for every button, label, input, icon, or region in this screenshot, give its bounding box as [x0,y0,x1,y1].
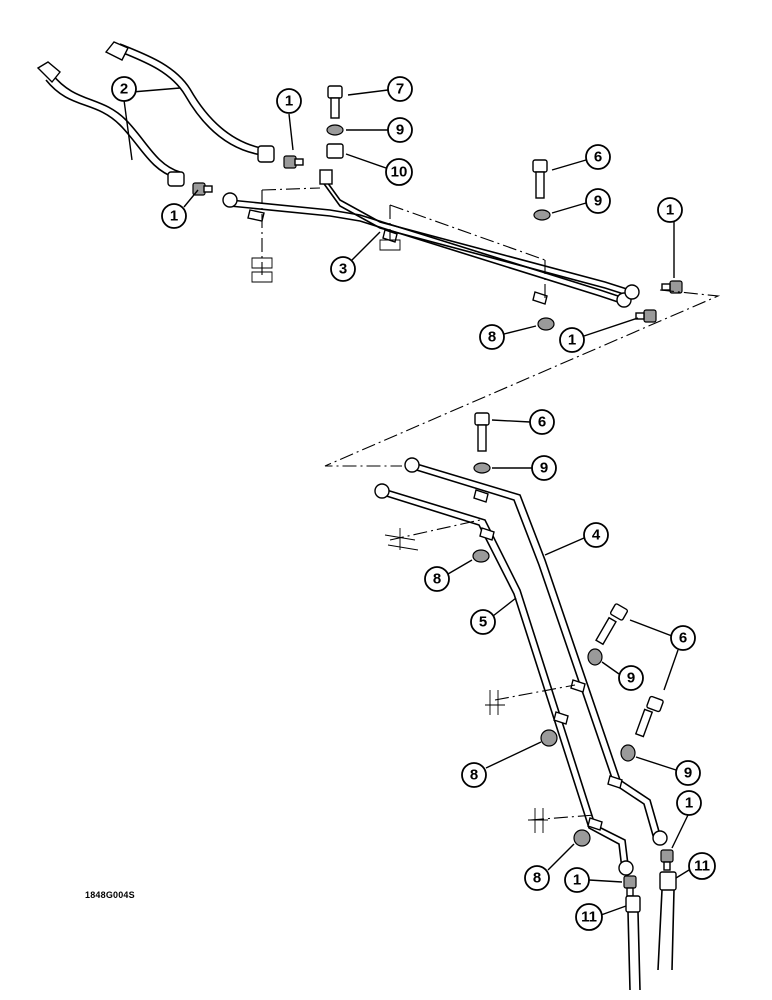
svg-text:6: 6 [538,414,546,431]
callout-4: 4 [544,522,609,556]
callout-11a: 11 [575,903,627,931]
callout-9c: 9 [492,455,557,481]
callout-2: 2 [111,76,181,161]
hose-11-right [657,871,677,971]
hose-right [104,41,275,163]
lower-tube-4 [404,457,668,846]
svg-text:8: 8 [533,870,541,887]
callout-5: 5 [470,597,517,635]
fitting-upper-c [661,280,683,294]
svg-text:9: 9 [627,670,635,687]
svg-text:1: 1 [568,332,576,349]
callout-10: 10 [345,153,413,186]
callout-8a: 8 [479,324,537,350]
svg-text:8: 8 [488,329,496,346]
svg-text:1: 1 [573,872,581,889]
svg-text:11: 11 [694,858,710,875]
lower-mount-phantom [384,519,596,833]
spacer-10 [326,143,344,159]
washer-9-upper-right [533,209,551,221]
svg-text:8: 8 [470,767,478,784]
callout-8c: 8 [461,741,542,788]
upper-mount-phantom [251,187,546,300]
svg-text:1: 1 [666,202,674,219]
washer-9-upper-left [326,124,344,136]
callout-6a: 6 [551,144,611,171]
drawing-code: 1848G004S [85,890,135,900]
svg-text:7: 7 [396,81,404,98]
svg-text:2: 2 [120,81,128,98]
callout-3: 3 [330,231,381,282]
svg-text:4: 4 [592,527,601,544]
callout-1b: 1 [161,189,199,229]
nut-8-lower-a [540,729,558,747]
bolt-6-upper [532,159,548,199]
section-break-line [324,289,721,467]
callout-1e: 1 [671,790,702,849]
svg-text:6: 6 [679,630,687,647]
nut-8-upper [537,317,555,331]
callout-1d: 1 [559,317,639,353]
fitting-lower-b [623,875,637,897]
nut-8-lower-b [573,829,591,847]
lower-tube-5 [374,483,634,876]
washer-9-lower-a [587,648,603,666]
svg-text:9: 9 [594,193,602,210]
svg-text:11: 11 [581,909,597,926]
svg-text:3: 3 [339,261,347,278]
washer-9-middle [473,462,491,474]
svg-text:1: 1 [285,93,293,110]
lower-clamps [473,489,623,831]
fitting-lower-a [660,849,674,871]
callout-8d: 8 [524,843,575,891]
svg-text:10: 10 [391,164,408,181]
svg-text:9: 9 [684,765,692,782]
callout-9a: 9 [346,117,413,143]
hose-11-left [625,895,641,991]
svg-text:1: 1 [170,208,178,225]
nut-8-middle [472,549,490,563]
bolt-7 [327,85,343,119]
svg-text:1: 1 [685,795,693,812]
fitting-upper-d [635,309,657,323]
svg-text:6: 6 [594,149,602,166]
callout-6b: 6 [491,409,555,435]
callout-7: 7 [347,76,413,102]
washer-9-lower-b [620,744,636,762]
callout-8b: 8 [424,559,473,592]
svg-text:5: 5 [479,614,487,631]
hose-left [36,61,185,187]
fitting-upper-b [283,155,304,169]
upper-tube-assembly [222,169,640,308]
bolt-6-lower-b [634,695,664,738]
callout-6c: 6 [629,619,696,691]
callout-11b: 11 [675,852,716,880]
callout-1a: 1 [276,88,302,151]
svg-text:9: 9 [540,460,548,477]
bolt-6-lower-a [595,603,629,646]
callout-9e: 9 [635,756,701,786]
svg-text:9: 9 [396,122,404,139]
callout-9d: 9 [601,661,644,691]
callout-1f: 1 [564,867,623,893]
callout-9b: 9 [551,188,611,214]
svg-text:8: 8 [433,571,441,588]
callout-1c: 1 [657,197,683,278]
bolt-6-middle [474,412,490,452]
